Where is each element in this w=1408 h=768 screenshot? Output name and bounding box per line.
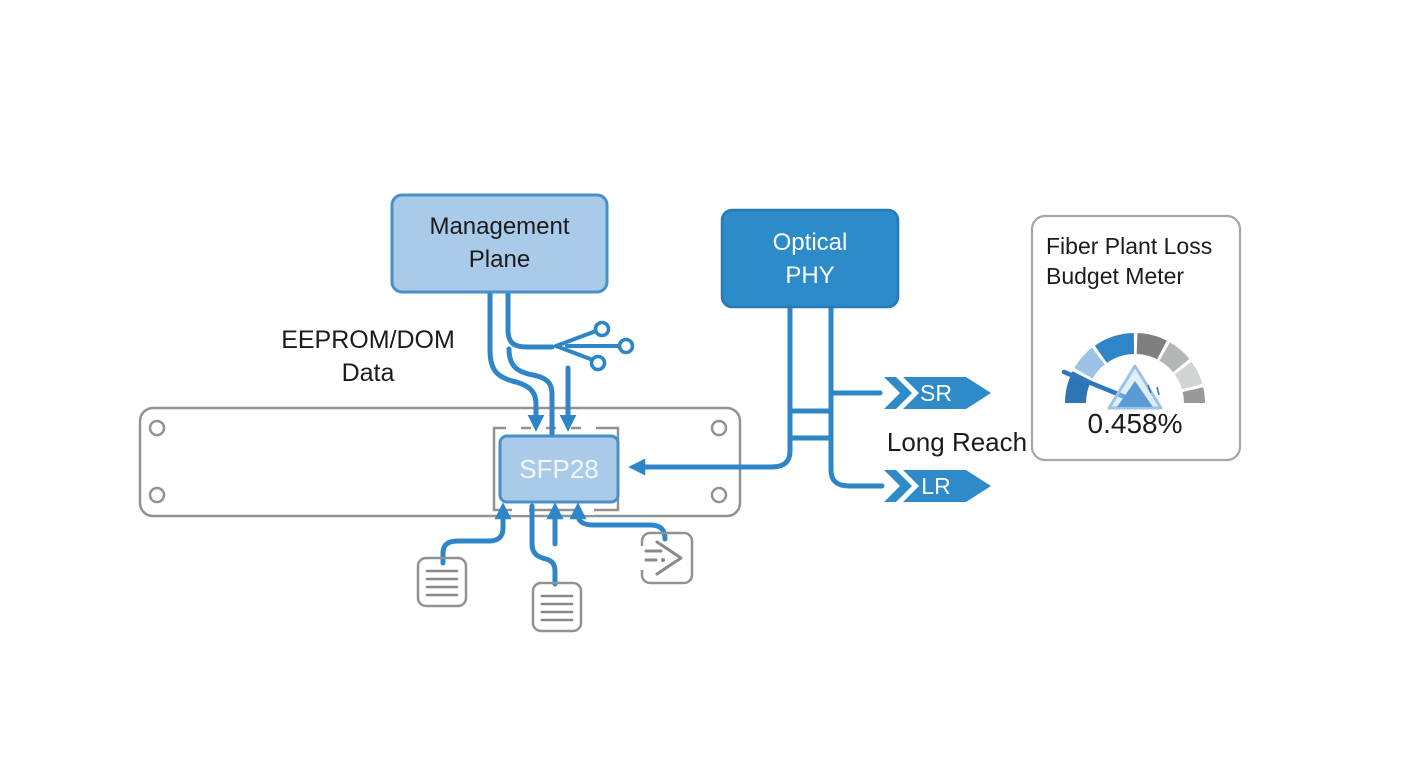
document-lines-icon (531, 581, 583, 633)
connector-mgmt-to-sfp (487, 290, 545, 432)
gauge-segment-6 (1174, 361, 1203, 390)
import-arrow-icon (638, 531, 694, 585)
optical-phy-label: Optical PHY (772, 229, 848, 289)
sfp28-module-box (498, 434, 620, 504)
gauge-pivot-marks (1147, 384, 1160, 396)
screw-hole-top-right (710, 419, 728, 437)
share-network-icon (554, 320, 635, 372)
optical-phy-box (720, 208, 900, 309)
connector-doc1-to-sfp (440, 502, 512, 566)
chassis-faceplate (138, 406, 742, 518)
connector-phy-to-sfp (628, 304, 793, 476)
lr-badge-shape (884, 470, 991, 502)
lr-badge-label: LR (921, 473, 951, 499)
loss-budget-gauge (1061, 333, 1205, 410)
document-lines-icon (416, 556, 468, 608)
connector-mgmt-to-share (505, 290, 555, 350)
gauge-segment-3 (1094, 333, 1135, 363)
eeprom-dom-data-label: EEPROM/DOM Data (281, 326, 455, 387)
screw-hole-top-left (148, 419, 166, 437)
screw-hole-bottom-left (148, 486, 166, 504)
connector-branch-to-sfp (506, 346, 555, 437)
management-plane-label: Management Plane (429, 213, 570, 273)
management-plane-box (390, 193, 609, 294)
sr-badge-label: SR (920, 380, 952, 406)
sfp28-label: SFP28 (519, 454, 599, 484)
connector-phy-to-lr (828, 304, 885, 489)
screw-hole-bottom-right (710, 486, 728, 504)
connectors (440, 290, 885, 587)
meter-value: 0.458% (1087, 408, 1183, 439)
connector-import-to-sfp (569, 502, 668, 542)
connector-sfp-to-doc2 (529, 503, 558, 587)
gauge-segment-7 (1182, 387, 1205, 403)
gauge-segment-2 (1074, 347, 1105, 379)
gauge-segment-4 (1136, 333, 1167, 360)
gauge-pivot-inner (1117, 381, 1153, 407)
sr-badge-shape (884, 377, 991, 409)
long-reach-label: Long Reach (886, 427, 1028, 457)
gauge-segment-5 (1159, 342, 1190, 373)
meter-title: Fiber Plant Loss Budget Meter (1046, 233, 1213, 289)
